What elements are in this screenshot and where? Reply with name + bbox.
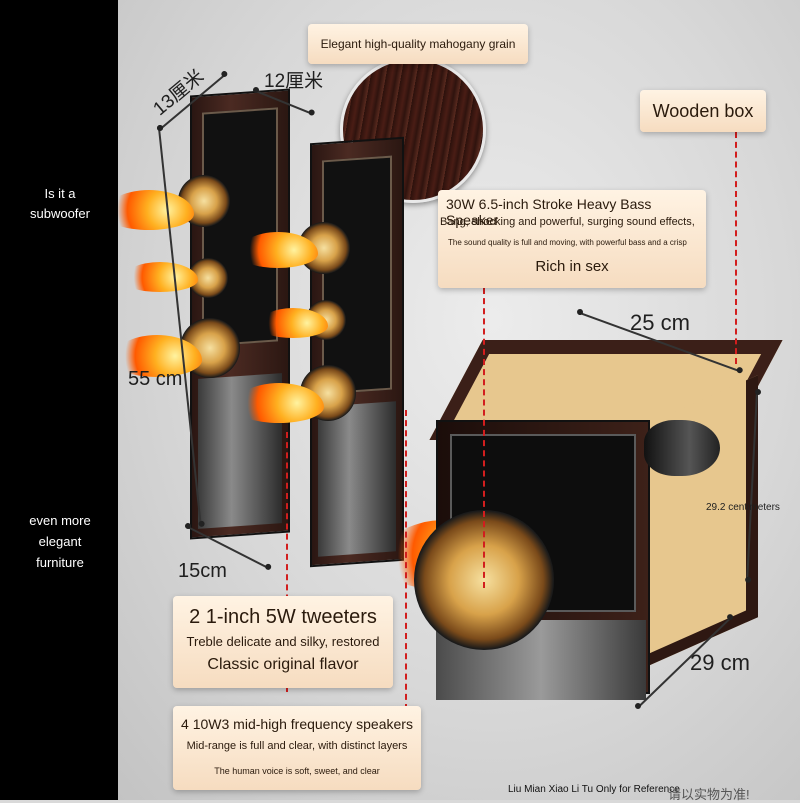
bass-line3: Rich in sex <box>535 258 609 275</box>
bass-line1: Bang, shocking and powerful, surging sou… <box>440 216 695 228</box>
bass-port-horn <box>644 420 720 476</box>
tweeters-title: 2 1-inch 5W tweeters <box>189 606 377 628</box>
guide-line <box>483 288 485 588</box>
midrange-line1: Mid-range is full and clear, with distin… <box>186 740 408 752</box>
flame-effect <box>122 262 198 292</box>
footer-disclaimer: Liu Mian Xiao Li Tu Only for Reference <box>508 784 680 795</box>
tweeters-line2: Classic original flavor <box>207 656 359 673</box>
label-elegant: elegant <box>38 534 82 549</box>
tower-right-base <box>318 401 396 557</box>
flame-effect <box>104 190 194 230</box>
guide-line <box>286 432 288 692</box>
subwoofer-side <box>646 375 758 667</box>
flame-effect <box>234 383 324 423</box>
flame-effect <box>112 335 202 377</box>
label-furniture: furniture <box>36 555 84 570</box>
guide-line <box>735 132 737 364</box>
midrange-line2: The human voice is soft, sweet, and clea… <box>214 766 380 776</box>
label-subwoofer: subwoofer <box>30 206 90 221</box>
dim-tower-base: 15cm <box>178 560 227 582</box>
tower-left-front <box>202 107 278 347</box>
bass-line2: The sound quality is full and moving, wi… <box>448 238 687 247</box>
callout-wooden-box: Wooden box <box>640 90 766 132</box>
dim-sub-width: 25 cm <box>630 310 690 335</box>
dim-tower-height: 55 cm <box>128 368 183 390</box>
tower-right-front <box>322 155 392 395</box>
label-even-more: even more <box>29 513 91 528</box>
left-sidebar: Is it a subwoofer even more elegant furn… <box>0 0 118 800</box>
footer-cn-note: 请以实物为准! <box>668 787 750 802</box>
callout-tweeters: 2 1-inch 5W tweeters Treble delicate and… <box>173 596 393 688</box>
dim-sub-depth: 29 cm <box>690 650 750 675</box>
midrange-title: 4 10W3 mid-high frequency speakers <box>181 716 413 732</box>
label-is-it-a: Is it a <box>44 186 76 201</box>
bass-title: 30W 6.5-inch Stroke Heavy Bass Speaker <box>446 196 652 228</box>
callout-bass-speaker: 30W 6.5-inch Stroke Heavy Bass Speaker B… <box>438 190 706 288</box>
dim-sub-height: 29.2 centimeters <box>706 502 780 513</box>
tower-speaker-right <box>310 136 404 568</box>
guide-line <box>405 410 407 710</box>
product-stage: 13厘米 12厘米 55 cm 15cm 25 cm 29.2 centimet… <box>104 0 800 802</box>
tweeters-line1: Treble delicate and silky, restored <box>186 634 380 649</box>
dim-tower-width: 12厘米 <box>264 71 324 92</box>
callout-mahogany: Elegant high-quality mahogany grain <box>308 24 528 64</box>
flame-effect <box>258 308 328 338</box>
callout-midrange: 4 10W3 mid-high frequency speakers Mid-r… <box>173 706 421 790</box>
flame-effect <box>238 232 318 268</box>
